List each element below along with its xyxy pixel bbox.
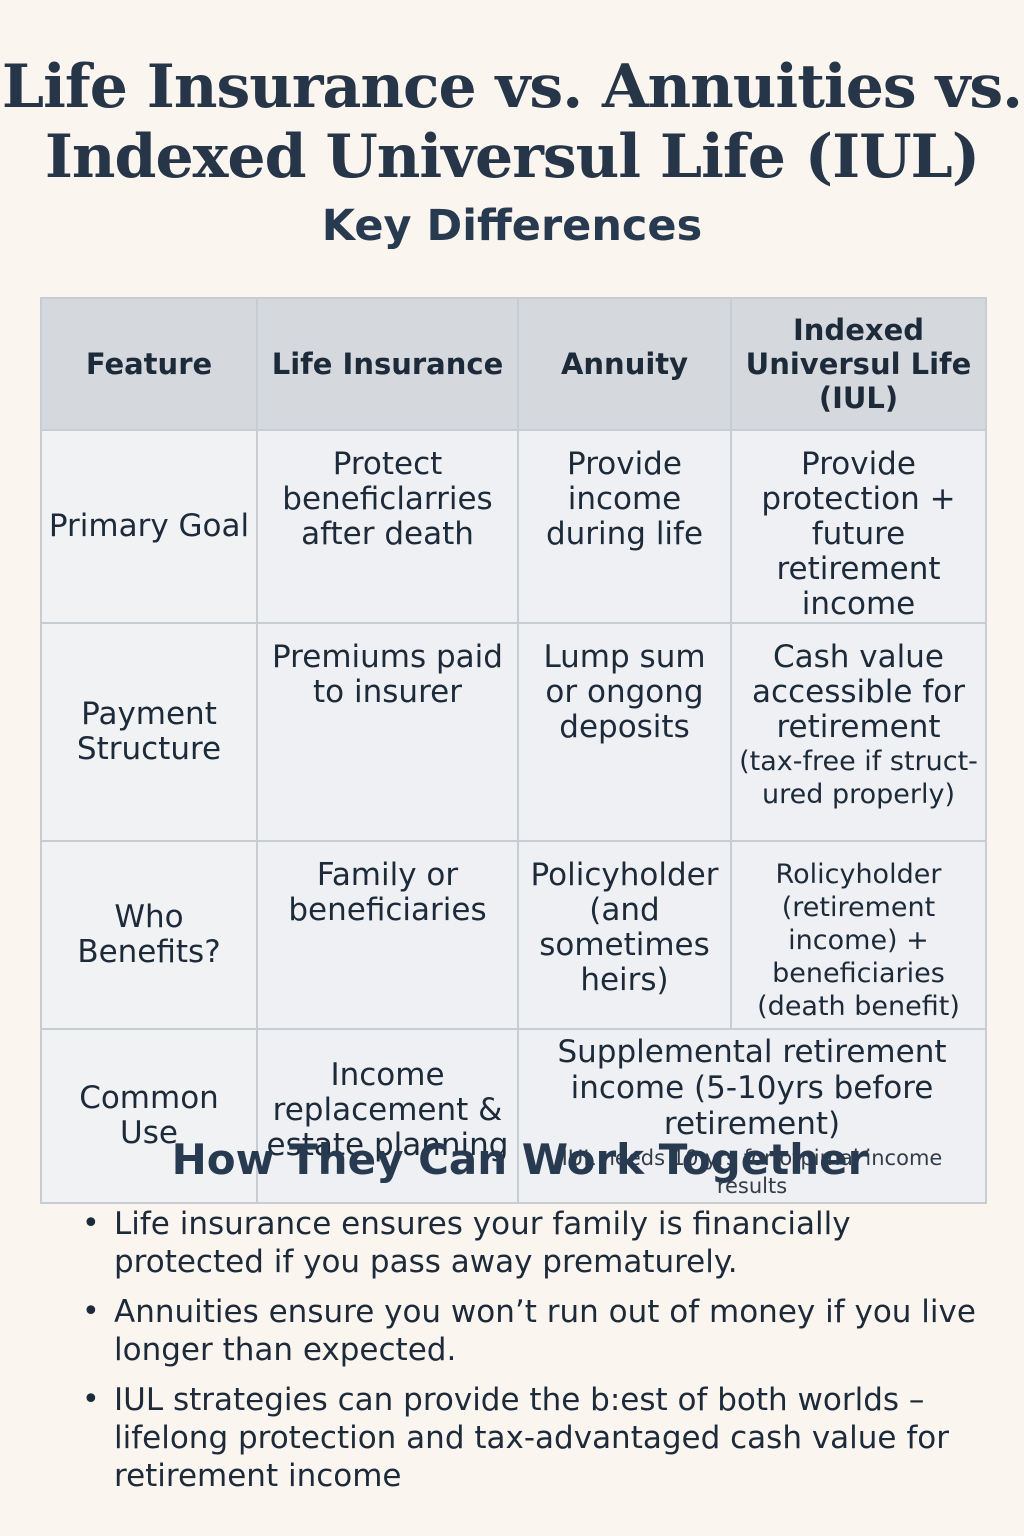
cell-iul-payment-structure: Cash value accessible for retirement (ta… (730, 622, 987, 842)
page-title-line-2: Indexed Universul Life (IUL) (44, 122, 980, 192)
table-row: Common Use Income replacement & estate p… (40, 1028, 987, 1204)
column-header-feature: Feature (40, 297, 258, 431)
table-row: Primary Goal Protect beneficlarries afte… (40, 429, 987, 624)
table-row: Who Benefits? Family or beneficiaries Po… (40, 840, 987, 1030)
comparison-table-wrapper: Feature Life Insurance Annuity Indexed U… (40, 297, 987, 1204)
cell-annuity-payment-structure: Lump sum or ongong deposits (517, 622, 732, 842)
bullet-icon: • (82, 1294, 100, 1329)
row-label-primary-goal: Primary Goal (40, 429, 258, 624)
cell-iul-primary-goal: Provide protection + future retirement i… (730, 429, 987, 624)
list-item-text: Annuities ensure you won’t run out of mo… (114, 1294, 976, 1368)
row-label-who-benefits: Who Benefits? (40, 840, 258, 1030)
page-title-line-1: Life Insurance vs. Annuities vs. (1, 52, 1023, 122)
cell-annuity-primary-goal: Provide income during life (517, 429, 732, 624)
column-header-iul: Indexed Universul Life (IUL) (730, 297, 987, 431)
comparison-table: Feature Life Insurance Annuity Indexed U… (40, 297, 987, 1204)
row-label-common-use: Common Use (40, 1028, 258, 1204)
cell-life-insurance-payment-structure: Premiums paid to insurer (256, 622, 519, 842)
column-header-life-insurance: Life Insurance (256, 297, 519, 431)
list-item: • Annuities ensure you won’t run out of … (80, 1293, 990, 1369)
list-item: • Life insurance ensures your family is … (80, 1205, 990, 1281)
page-subtitle: Key Differences (321, 201, 703, 251)
cell-life-insurance-primary-goal: Protect beneficlarries after death (256, 429, 519, 624)
table-row: Payment Structure Premiums paid to insur… (40, 622, 987, 842)
section-heading-work-together: How They Can Work Together (171, 1135, 869, 1184)
cell-life-insurance-common-use: Income replacement & estate planning (256, 1028, 519, 1204)
cell-iul-payment-structure-note: (tax-free if struct-ured properly) (739, 746, 978, 810)
cell-annuity-who-benefits: Policyholder (and sometimes heirs) (517, 840, 732, 1030)
list-item-text: Life insurance ensures your family is fi… (114, 1206, 851, 1280)
column-header-annuity: Annuity (517, 297, 732, 431)
work-together-list: • Life insurance ensures your family is … (80, 1205, 990, 1507)
cell-annuity-iul-common-use: Supplemental retirement income (5-10yrs … (517, 1028, 987, 1204)
table-header-row: Feature Life Insurance Annuity Indexed U… (40, 297, 987, 431)
cell-annuity-iul-common-use-main: Supplemental retirement income (5-10yrs … (557, 1034, 947, 1142)
cell-annuity-iul-common-use-note: IUL needs 10 yrs for otpimal income resu… (561, 1146, 943, 1198)
bullet-icon: • (82, 1206, 100, 1241)
list-item: • IUL strategies can provide the b:est o… (80, 1381, 990, 1495)
cell-iul-who-benefits-text: Rolicyholder (retirement income) + benef… (757, 859, 960, 1022)
cell-life-insurance-who-benefits: Family or beneficiaries (256, 840, 519, 1030)
cell-iul-payment-structure-main: Cash value accessible for retirement (752, 639, 965, 745)
bullet-icon: • (82, 1382, 100, 1417)
cell-iul-who-benefits: Rolicyholder (retirement income) + benef… (730, 840, 987, 1030)
title-block: Life Insurance vs. Annuities vs. Indexed… (0, 52, 1024, 256)
list-item-text: IUL strategies can provide the b:est of … (114, 1382, 949, 1494)
row-label-payment-structure: Payment Structure (40, 622, 258, 842)
